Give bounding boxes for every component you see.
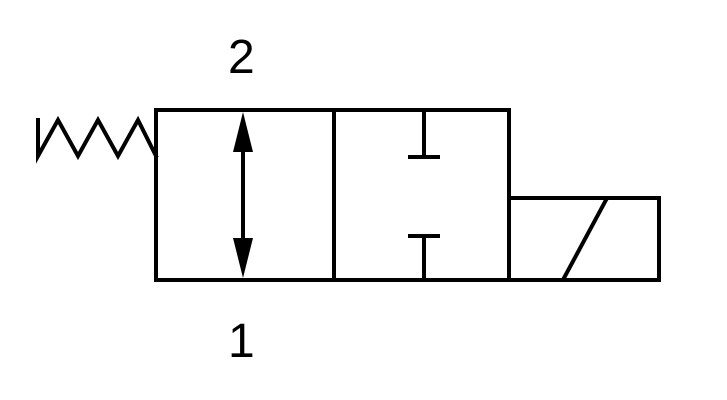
flow-arrow-head-up bbox=[233, 112, 253, 152]
solenoid-coil-line bbox=[561, 197, 609, 281]
valve-envelope-closed bbox=[332, 108, 511, 282]
spring-icon bbox=[36, 115, 159, 164]
port-label-2: 2 bbox=[228, 31, 255, 84]
port-label-1: 1 bbox=[228, 315, 255, 368]
flow-arrow-head-down bbox=[233, 238, 253, 278]
solenoid-icon bbox=[507, 196, 661, 282]
